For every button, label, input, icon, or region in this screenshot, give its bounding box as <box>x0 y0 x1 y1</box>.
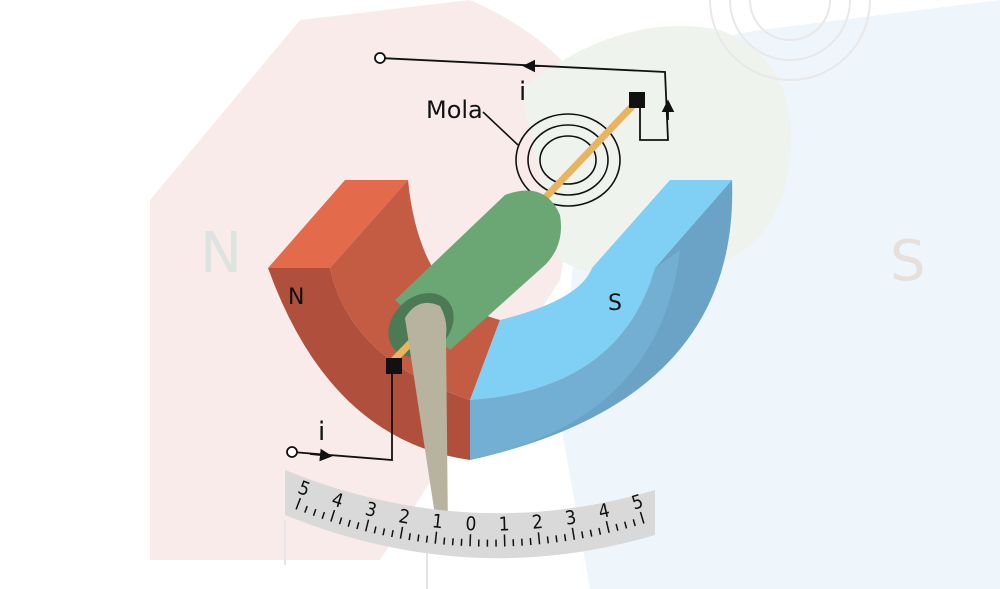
current-label-top: i <box>519 77 526 107</box>
scale-tick <box>417 534 420 542</box>
scale-tick <box>443 537 446 545</box>
scale-tick <box>537 532 541 545</box>
scale-tick <box>425 535 429 543</box>
scale-number: 1 <box>431 510 444 533</box>
scale-tick <box>605 520 610 533</box>
scale-tick <box>615 523 619 531</box>
scale-tick <box>434 531 438 544</box>
scale-tick <box>356 522 360 530</box>
scale-tick <box>399 526 404 539</box>
north-pole-top-face <box>268 180 408 268</box>
scale-number: 0 <box>465 513 477 535</box>
scale-tick <box>451 538 454 546</box>
ghost-south-label: S <box>890 229 926 294</box>
scale-number: 2 <box>397 505 412 529</box>
scale-ticks <box>295 497 645 547</box>
south-pole-top-face <box>592 180 732 268</box>
scale-number: 2 <box>531 511 544 534</box>
scale-number: 3 <box>564 506 578 529</box>
scale-tick <box>391 530 394 538</box>
scale-tick <box>639 511 645 524</box>
scale-tick <box>581 531 584 539</box>
shaft-rear <box>539 94 644 204</box>
scale-tick <box>364 519 370 532</box>
pointer-needle <box>405 302 448 535</box>
scale-tick <box>571 527 576 540</box>
scale-tick <box>589 529 593 537</box>
scale-number: 3 <box>363 498 379 522</box>
scale-tick <box>529 538 532 546</box>
scale-tick <box>304 505 308 513</box>
scale-tick <box>321 511 326 519</box>
scale-tick <box>312 508 317 516</box>
scale-tick <box>338 517 343 525</box>
bottom-wire <box>286 370 393 462</box>
top-wire <box>374 52 675 141</box>
scale-tick <box>623 521 628 529</box>
scale-tick <box>408 533 411 541</box>
spring-label-leader <box>482 111 519 146</box>
scale-tick <box>546 536 550 544</box>
scale-tick <box>632 519 636 527</box>
scale-tick <box>347 519 351 527</box>
scale-tick <box>373 526 377 534</box>
scale-band <box>285 470 655 559</box>
scale-tick <box>598 527 602 535</box>
rear-pivot <box>629 92 645 108</box>
ghost-spring-icon <box>709 0 871 81</box>
front-pivot <box>386 358 402 374</box>
scale-tick <box>563 534 567 542</box>
south-label: S <box>608 291 622 316</box>
north-label: N <box>288 285 304 310</box>
scale-tick <box>295 497 302 510</box>
current-label-bottom: i <box>318 417 325 447</box>
south-pole-inner-face <box>470 268 655 400</box>
scale-tick <box>555 535 558 543</box>
ghost-north-label: N <box>200 221 242 286</box>
scale-tick <box>330 509 336 522</box>
scale-number: 4 <box>596 499 612 523</box>
scale-number: 1 <box>498 513 509 535</box>
spring-icon <box>515 113 621 207</box>
spring-label: Mola <box>426 96 483 124</box>
scale-tick <box>382 528 386 536</box>
